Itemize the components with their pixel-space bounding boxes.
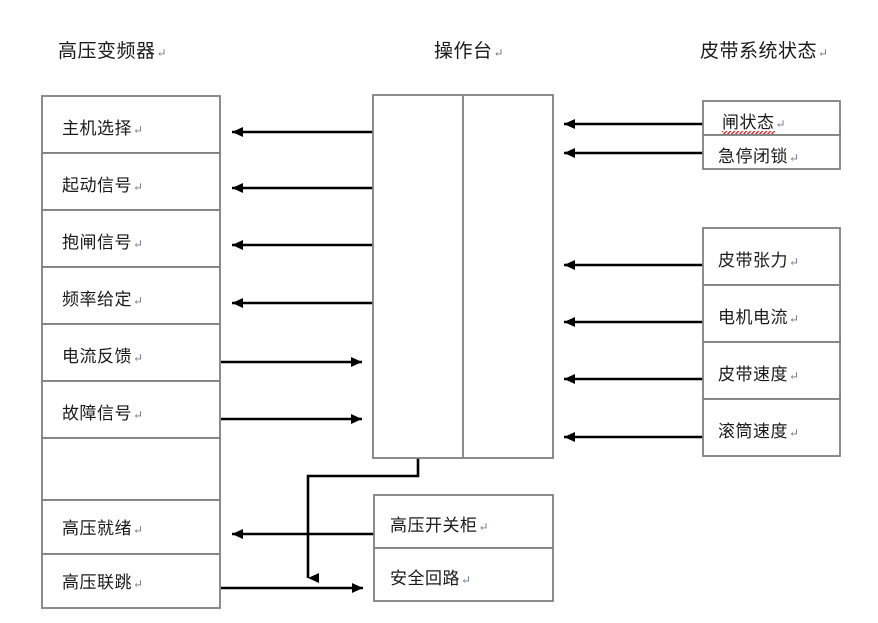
label-safety-loop: 安全回路↵ (390, 569, 472, 588)
pilcrow-mark: ↵ (133, 351, 144, 365)
label-brake-signal: 抱闸信号↵ (62, 233, 144, 252)
label-start-signal: 起动信号↵ (62, 176, 144, 195)
left-row-start-signal[interactable] (41, 152, 221, 211)
right-row-drum-speed[interactable] (702, 398, 841, 457)
connector-console-to-safety-loop (306, 458, 420, 583)
label-hv-switchgear: 高压开关柜↵ (390, 516, 490, 535)
column-title-left: 高压变频器↵ (58, 41, 168, 62)
pilcrow-mark: ↵ (133, 237, 144, 251)
label-motor-current: 电机电流↵ (718, 308, 800, 327)
pilcrow-mark: ↵ (156, 46, 168, 60)
left-row-freq-setpoint[interactable] (41, 266, 221, 325)
left-row-hv-trip[interactable] (41, 553, 221, 609)
label-estop-interlock: 急停闭锁↵ (718, 147, 800, 166)
bottom-row-hv-switchgear[interactable] (373, 494, 554, 549)
pilcrow-mark: ↵ (133, 123, 144, 137)
left-row-blank[interactable] (41, 437, 221, 501)
right-row-motor-current[interactable] (702, 284, 841, 343)
label-hv-ready: 高压就绪↵ (62, 519, 144, 538)
pilcrow-mark: ↵ (775, 117, 787, 131)
bottom-row-safety-loop[interactable] (373, 547, 554, 602)
column-title-center: 操作台↵ (434, 41, 505, 62)
pilcrow-mark: ↵ (789, 255, 800, 269)
left-row-brake-signal[interactable] (41, 209, 221, 268)
label-fault-signal: 故障信号↵ (62, 404, 144, 423)
pilcrow-mark: ↵ (789, 312, 800, 326)
pilcrow-mark: ↵ (478, 520, 490, 534)
label-freq-setpoint: 频率给定↵ (62, 290, 144, 309)
right-row-belt-tension[interactable] (702, 227, 841, 286)
pilcrow-mark: ↵ (133, 523, 144, 537)
pilcrow-mark: ↵ (133, 180, 144, 194)
column-title-right: 皮带系统状态↵ (700, 41, 829, 62)
right-row-estop-interlock[interactable] (702, 134, 841, 170)
pilcrow-mark: ↵ (133, 408, 144, 422)
pilcrow-mark: ↵ (789, 151, 800, 165)
right-row-belt-speed[interactable] (702, 341, 841, 400)
label-gate-status: 闸状态↵ (722, 108, 787, 134)
spellcheck-underline: 闸状态 (722, 113, 775, 134)
pilcrow-mark: ↵ (133, 294, 144, 308)
left-row-hv-ready[interactable] (41, 499, 221, 555)
label-current-feedback: 电流反馈↵ (62, 347, 144, 366)
pilcrow-mark: ↵ (789, 426, 800, 440)
left-row-host-select[interactable] (41, 95, 221, 154)
label-host-select: 主机选择↵ (62, 119, 144, 138)
pilcrow-mark: ↵ (493, 46, 505, 60)
label-hv-trip: 高压联跳↵ (62, 573, 144, 592)
label-belt-tension: 皮带张力↵ (718, 251, 800, 270)
label-drum-speed: 滚筒速度↵ (718, 422, 800, 441)
pilcrow-mark: ↵ (789, 369, 800, 383)
label-belt-speed: 皮带速度↵ (718, 365, 800, 384)
pilcrow-mark: ↵ (818, 46, 829, 60)
pilcrow-mark: ↵ (133, 577, 144, 591)
pilcrow-mark: ↵ (461, 573, 472, 587)
